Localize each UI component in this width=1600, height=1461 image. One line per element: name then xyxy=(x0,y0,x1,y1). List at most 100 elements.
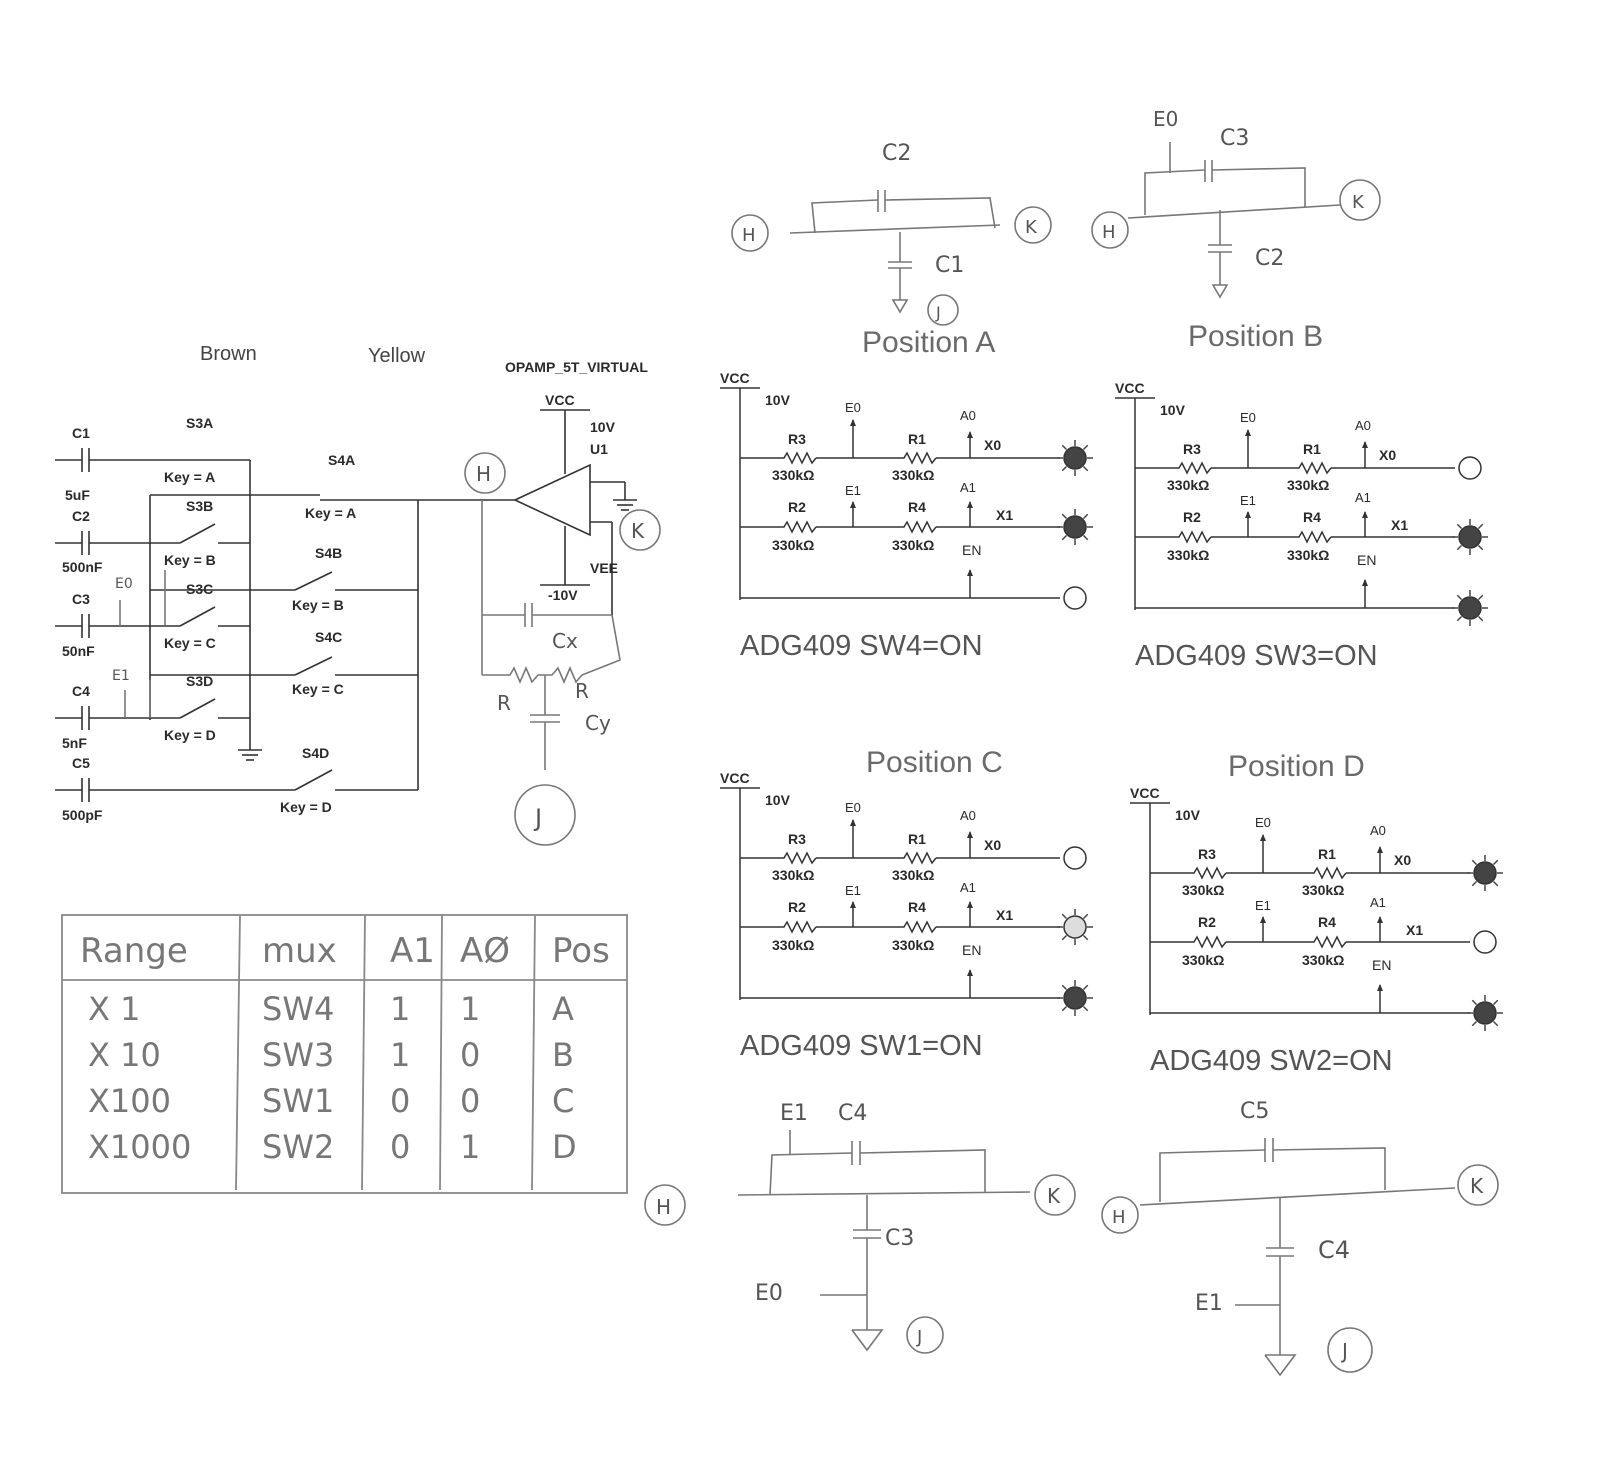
mux-a0-label: A0 xyxy=(960,808,976,823)
hand-h-node: H xyxy=(476,462,491,486)
sketch-position-a xyxy=(731,190,1052,326)
mux-r1-value: 330kΩ xyxy=(1302,882,1344,898)
cap-name-c1: C1 xyxy=(72,425,90,441)
sketch-d-c-top: C5 xyxy=(1240,1099,1269,1124)
table-header-cell: mux xyxy=(262,931,337,971)
mux-vcc-label: VCC xyxy=(720,770,750,786)
switch-s3a-key: Key = A xyxy=(164,469,215,485)
mux-a0-label: A0 xyxy=(960,408,976,423)
cap-name-c2: C2 xyxy=(72,508,90,524)
main-schematic-labels: Brown Yellow OPAMP_5T_VIRTUAL VCC 10V U1… xyxy=(62,343,648,832)
mux-a0-label: A0 xyxy=(1355,418,1371,433)
resistor-symbol xyxy=(900,920,937,934)
cap-row-c5 xyxy=(55,769,418,802)
led-indicator xyxy=(1063,846,1087,870)
mux-vcc-label: VCC xyxy=(1115,380,1145,396)
sketch-c-e-note: E1 xyxy=(780,1101,808,1126)
table-cell: 0 xyxy=(460,1082,480,1120)
mux-e0-label: E0 xyxy=(845,800,861,815)
table-header-cell: AØ xyxy=(460,931,510,971)
led-indicator xyxy=(1063,986,1087,1010)
cap-row-c1 xyxy=(55,448,250,472)
table-header-cell: Range xyxy=(80,931,188,971)
switch-s4a: S4A xyxy=(328,452,355,468)
switch-s4d: S4D xyxy=(302,745,329,761)
mux-r1-value: 330kΩ xyxy=(892,867,934,883)
table-cell: X 1 xyxy=(88,990,140,1028)
mux-en-label: EN xyxy=(1357,552,1376,568)
mux-r4-label: R4 xyxy=(1303,509,1321,525)
opamp-label: OPAMP_5T_VIRTUAL xyxy=(505,359,648,375)
mux-x1-label: X1 xyxy=(996,907,1013,923)
resistor-symbol xyxy=(1190,866,1227,880)
mux-r3-value: 330kΩ xyxy=(1167,477,1209,493)
mux-e1-label: E1 xyxy=(1255,898,1271,913)
resistor-symbol xyxy=(1310,935,1347,949)
mux-r3-value: 330kΩ xyxy=(1182,882,1224,898)
vee-value: -10V xyxy=(548,587,578,603)
resistor-symbol xyxy=(780,851,817,865)
led-indicator xyxy=(1063,515,1087,539)
resistor-symbol xyxy=(1175,461,1212,475)
table-cell: X100 xyxy=(88,1082,171,1120)
sketch-position-c-labels: H K J E1 C4 C3 E0 xyxy=(656,1101,1061,1348)
switch-s4b-key: Key = B xyxy=(292,597,344,613)
table-cell: 1 xyxy=(460,990,480,1028)
mux-panel-title: ADG409 SW1=ON xyxy=(740,1030,983,1062)
mux-x0-label: X0 xyxy=(1379,447,1396,463)
feedback-network-pencil xyxy=(119,452,661,846)
sketch-b-c-bot: C2 xyxy=(1255,246,1284,271)
mux-a1-label: A1 xyxy=(960,480,976,495)
mux-r3-value: 330kΩ xyxy=(772,867,814,883)
sketch-b-e-note: E0 xyxy=(1153,107,1178,131)
mux-x0-label: X0 xyxy=(984,837,1001,853)
table-header-cell: Pos xyxy=(552,931,610,971)
switch-s3b-key: Key = B xyxy=(164,552,216,568)
sketch-a-h: H xyxy=(742,225,756,246)
resistor-symbol xyxy=(780,520,817,534)
vcc-value: 10V xyxy=(590,419,616,435)
mux-10v-label: 10V xyxy=(1160,402,1186,418)
mux-10v-label: 10V xyxy=(765,392,791,408)
vee-label: VEE xyxy=(590,560,618,576)
sketch-position-a-labels: H K J C2 C1 Position A xyxy=(742,141,1038,359)
table-cell: D xyxy=(552,1128,577,1166)
mux-panel-title: ADG409 SW4=ON xyxy=(740,630,983,662)
hand-k-node: K xyxy=(631,519,645,543)
table-cell: B xyxy=(552,1036,574,1074)
mux-10v-label: 10V xyxy=(1175,807,1201,823)
sketch-c-c-bot: C3 xyxy=(885,1226,914,1251)
switch-s3d: S3D xyxy=(186,673,213,689)
hand-r-right: R xyxy=(575,679,589,703)
hand-r-left: R xyxy=(497,691,511,715)
table-cell: SW2 xyxy=(262,1128,334,1166)
switch-s4d-key: Key = D xyxy=(280,799,332,815)
mux-r4-value: 330kΩ xyxy=(1302,952,1344,968)
cap-name-c5: C5 xyxy=(72,755,90,771)
sketch-a-k: K xyxy=(1025,217,1038,238)
mux-r1-label: R1 xyxy=(908,831,926,847)
u1-label: U1 xyxy=(590,441,608,457)
sketch-c-k: K xyxy=(1047,1184,1061,1208)
table-cell: 0 xyxy=(390,1082,410,1120)
mux-r2-label: R2 xyxy=(1198,914,1216,930)
led-indicator xyxy=(1458,596,1482,620)
mux-en-label: EN xyxy=(962,542,981,558)
mux-e1-label: E1 xyxy=(845,483,861,498)
position-c-title: Position C xyxy=(866,746,1003,779)
position-a-title: Position A xyxy=(862,326,995,359)
mux-e0-label: E0 xyxy=(1255,815,1271,830)
mux-r2-value: 330kΩ xyxy=(772,537,814,553)
mux-a0-label: A0 xyxy=(1370,823,1386,838)
cap-value-c3: 50nF xyxy=(62,643,95,659)
led-indicator xyxy=(1063,446,1087,470)
hand-e1: E1 xyxy=(112,668,130,684)
sketch-d-h: H xyxy=(1112,1207,1126,1228)
table-cell: C xyxy=(552,1082,574,1120)
mux-x0-label: X0 xyxy=(984,437,1001,453)
hand-cy: Cy xyxy=(585,711,611,735)
brown-column-label: Brown xyxy=(200,343,257,365)
